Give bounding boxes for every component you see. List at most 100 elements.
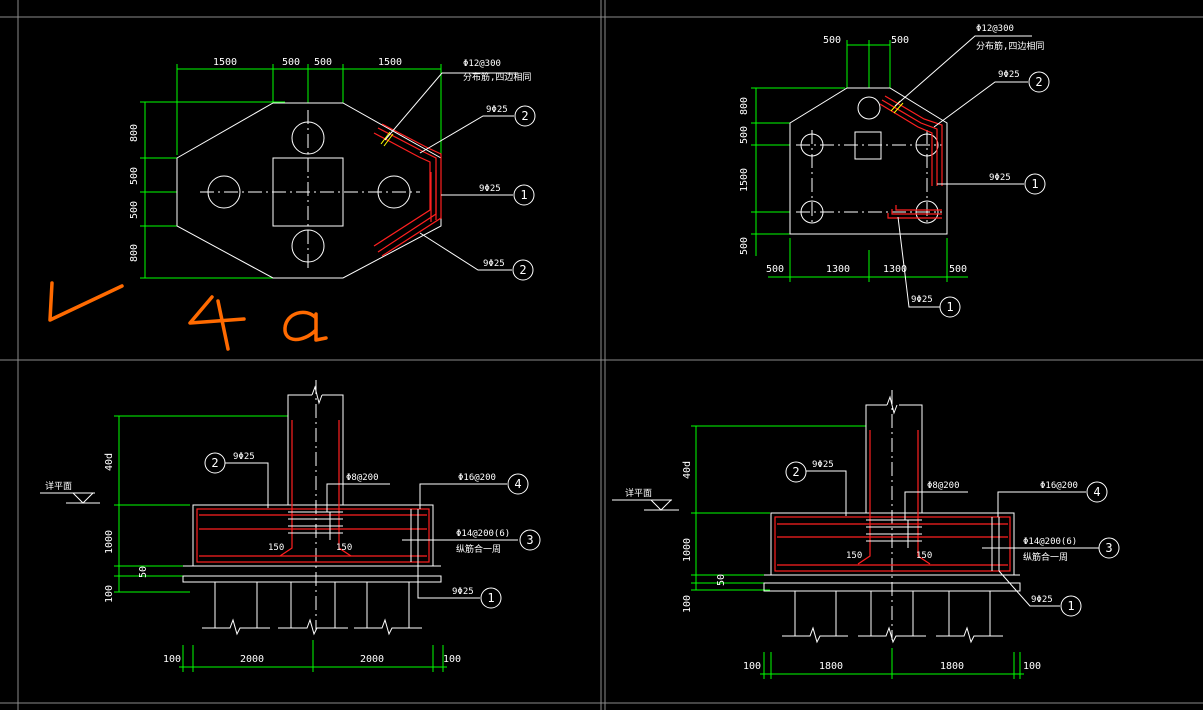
- plan1-dim-500-left: 500: [282, 57, 300, 68]
- sec2-dim-1000: 1000: [682, 538, 693, 562]
- sec2-dim-1800-l: 1800: [819, 661, 843, 672]
- plan2-dim-500-a: 500: [739, 126, 750, 144]
- plan1-mark-circle-top: [514, 105, 536, 127]
- sec1-dim-100-l: 100: [163, 654, 181, 665]
- sec2-dim-100: 100: [682, 595, 693, 613]
- sec2-dim-50: 50: [716, 574, 727, 586]
- plan1-dim-800-top: 800: [129, 124, 140, 142]
- sec2-mark2: 2: [792, 465, 799, 479]
- plan1-cap-outline: [176, 102, 442, 279]
- plan2-dim-500-right: 500: [891, 35, 909, 46]
- sec2-dim-1800-r: 1800: [940, 661, 964, 672]
- plan2-dim-500-b: 500: [739, 237, 750, 255]
- plan1-mark-top: 2: [521, 109, 528, 123]
- sec2-bar1-label: 9Φ25: [1031, 595, 1053, 605]
- plan2-rebars: [879, 95, 943, 219]
- sec1-mark2-circle: [204, 452, 226, 474]
- sec1-mark4: 4: [514, 477, 521, 491]
- plan2-dim-1300-l: 1300: [826, 264, 850, 275]
- plan1-label-mid: 9Φ25: [479, 184, 501, 194]
- sec2-mark3: 3: [1105, 541, 1112, 555]
- sec2-dim-100-r: 100: [1023, 661, 1041, 672]
- plan2-mark-circle-bot: [939, 296, 961, 318]
- sec1-mark4-circle: [507, 473, 529, 495]
- sec1-bar4-label: Φ16@200: [458, 473, 496, 483]
- sec1-mark2: 2: [211, 456, 218, 470]
- plan2-dim-bottom: 500 1300 1300 500: [766, 238, 968, 282]
- plan2-dim-500-left: 500: [823, 35, 841, 46]
- plan2-dim-500-r: 500: [949, 264, 967, 275]
- section-view-2: 40d 1000 50 100 详平面: [612, 390, 1120, 679]
- sec2-rebars: [774, 430, 1011, 572]
- sec1-bar2-label: 9Φ25: [233, 452, 255, 462]
- sec2-bar2-label: 9Φ25: [812, 460, 834, 470]
- sec1-bar3-note: 纵筋合一周: [456, 543, 501, 555]
- sec2-mark4-circle: [1086, 481, 1108, 503]
- section-view-1: 40d 1000 50 100 详平面: [40, 380, 541, 672]
- sec1-bar1-label: 9Φ25: [452, 587, 474, 597]
- plan1-dim-1500-left: 1500: [213, 57, 237, 68]
- sec1-mark1: 1: [487, 591, 494, 605]
- plan2-dim-1300-r: 1300: [883, 264, 907, 275]
- plan1-rebars: [373, 123, 442, 257]
- sec1-cap: [192, 504, 434, 567]
- plan2-dim-1500: 1500: [739, 168, 750, 192]
- plan2-label-mid: 9Φ25: [989, 173, 1011, 183]
- sec2-bar3-label: Φ14@200(6): [1023, 537, 1077, 547]
- plan1-dim-500-b: 500: [129, 201, 140, 219]
- sec2-stirrup-label: Φ8@200: [927, 481, 960, 491]
- plan2-label-top: 9Φ25: [998, 70, 1020, 80]
- plan1-dim-top: 1500 500 500 1500: [176, 57, 442, 155]
- plan1-note-text: 分布筋,四边相同: [463, 71, 531, 83]
- plan1-mark-circle-mid: [513, 184, 535, 206]
- plan2-mark-top: 2: [1035, 75, 1042, 89]
- sec1-bar3-label: Φ14@200(6): [456, 529, 510, 539]
- plan2-mark-circle-top: [1028, 71, 1050, 93]
- sec1-dim-2000-l: 2000: [240, 654, 264, 665]
- sec1-dim-2000-r: 2000: [360, 654, 384, 665]
- plan1-label-bot: 9Φ25: [483, 259, 505, 269]
- sec1-cushion: [182, 575, 442, 583]
- sec1-dim-100: 100: [104, 585, 115, 603]
- plan-view-octagonal-cap: 1500 500 500 1500 800 500 500 800: [48, 57, 536, 351]
- sec1-piles: [202, 582, 422, 636]
- plan2-label-bot: 9Φ25: [911, 295, 933, 305]
- sec1-mark3-circle: [519, 529, 541, 551]
- plan2-pile-top: [857, 96, 881, 120]
- plan2-dim-800: 800: [739, 97, 750, 115]
- sec1-mark1-circle: [480, 587, 502, 609]
- plan2-mark-circle-mid: [1024, 173, 1046, 195]
- sec2-dim-150a: 150: [846, 551, 862, 561]
- plan2-note-rebar: Φ12@300: [976, 24, 1014, 34]
- sec1-dim-50: 50: [138, 566, 149, 578]
- plan1-note-rebar: Φ12@300: [463, 59, 501, 69]
- sec2-bar3-note: 纵筋合一周: [1023, 551, 1068, 563]
- plan2-note-text: 分布筋,四边相同: [976, 40, 1044, 52]
- plan1-dim-1500-right: 1500: [378, 57, 402, 68]
- plan2-mark-mid: 1: [1031, 177, 1038, 191]
- plan-view-pentagon-cap: 500 500 800 500 1500 500 500 1300 1300 5…: [739, 24, 1050, 318]
- sec2-bar4-label: Φ16@200: [1040, 481, 1078, 491]
- plan1-dim-500-a: 500: [129, 167, 140, 185]
- sec2-ground-label: 详平面: [625, 487, 652, 499]
- sec1-stirrup-label: Φ8@200: [346, 473, 379, 483]
- sec1-rebars: [196, 420, 430, 563]
- plan2-mark-bot: 1: [946, 300, 953, 314]
- sec2-mark1: 1: [1067, 599, 1074, 613]
- sec1-dim-100-r: 100: [443, 654, 461, 665]
- plan1-label-top: 9Φ25: [486, 105, 508, 115]
- sec2-piles: [782, 591, 1003, 644]
- sec2-mark4: 4: [1093, 485, 1100, 499]
- sec1-dim-1000: 1000: [104, 530, 115, 554]
- sec1-ground-label: 详平面: [45, 480, 72, 492]
- plan1-dim-500-right: 500: [314, 57, 332, 68]
- plan2-dim-left: 800 500 1500 500: [739, 87, 845, 256]
- sec1-dim-150b: 150: [336, 543, 352, 553]
- plan1-dim-left: 800 500 500 800: [129, 101, 285, 279]
- sec1-mark3: 3: [526, 533, 533, 547]
- sec2-cushion: [763, 582, 1021, 592]
- sec1-dim-40d: 40d: [104, 453, 115, 471]
- plan1-mark-bot: 2: [519, 263, 526, 277]
